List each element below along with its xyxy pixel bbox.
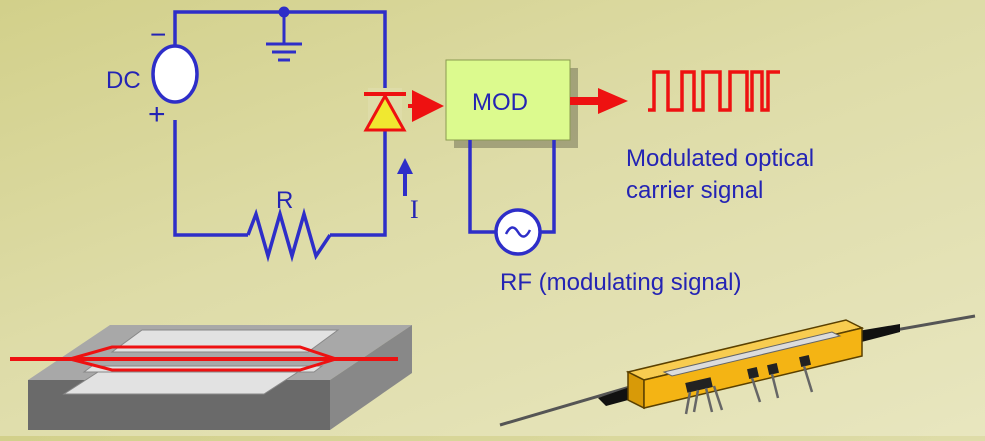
resistor-icon <box>246 207 332 263</box>
output-label-line1: Modulated optical <box>626 145 814 172</box>
modulator-output-arrow <box>570 88 628 114</box>
current-label: I <box>410 195 419 224</box>
output-label-line2: carrier signal <box>626 177 763 204</box>
diode-icon <box>363 88 407 132</box>
rf-label: RF (modulating signal) <box>500 269 741 296</box>
current-arrow-icon <box>397 158 413 196</box>
ground-icon <box>266 6 302 62</box>
dc-plus-sign: + <box>148 98 166 131</box>
fiber-package-icon <box>499 314 976 427</box>
rf-wires <box>468 140 556 234</box>
modulator-label: MOD <box>472 89 528 116</box>
modulated-waveform-icon <box>648 70 780 112</box>
modulator-box <box>445 59 578 148</box>
rf-source-icon <box>494 208 542 256</box>
circuit-wires <box>173 10 387 237</box>
waveguide-chip-icon <box>10 325 412 430</box>
resistor-label: R <box>276 187 293 214</box>
dc-source-icon <box>151 44 199 104</box>
dc-label: DC <box>106 67 141 94</box>
dc-minus-sign: − <box>150 19 166 50</box>
